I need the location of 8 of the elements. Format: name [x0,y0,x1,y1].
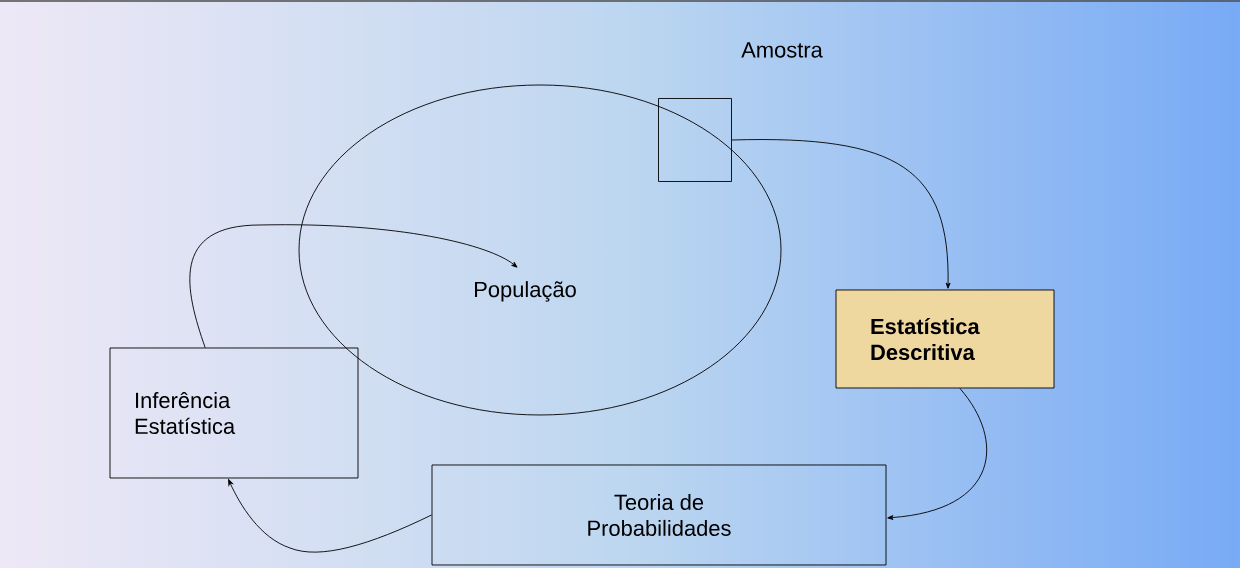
arrow [887,388,987,520]
process-box: Inferência Estatística [109,347,359,479]
process-box: Teoria de Probabilidades [431,464,887,566]
process-box: Estatística Descritiva [835,289,1055,389]
arrow [189,224,518,348]
arrow [228,479,432,553]
arrow [731,139,951,289]
sample-label: Amostra [741,42,823,58]
